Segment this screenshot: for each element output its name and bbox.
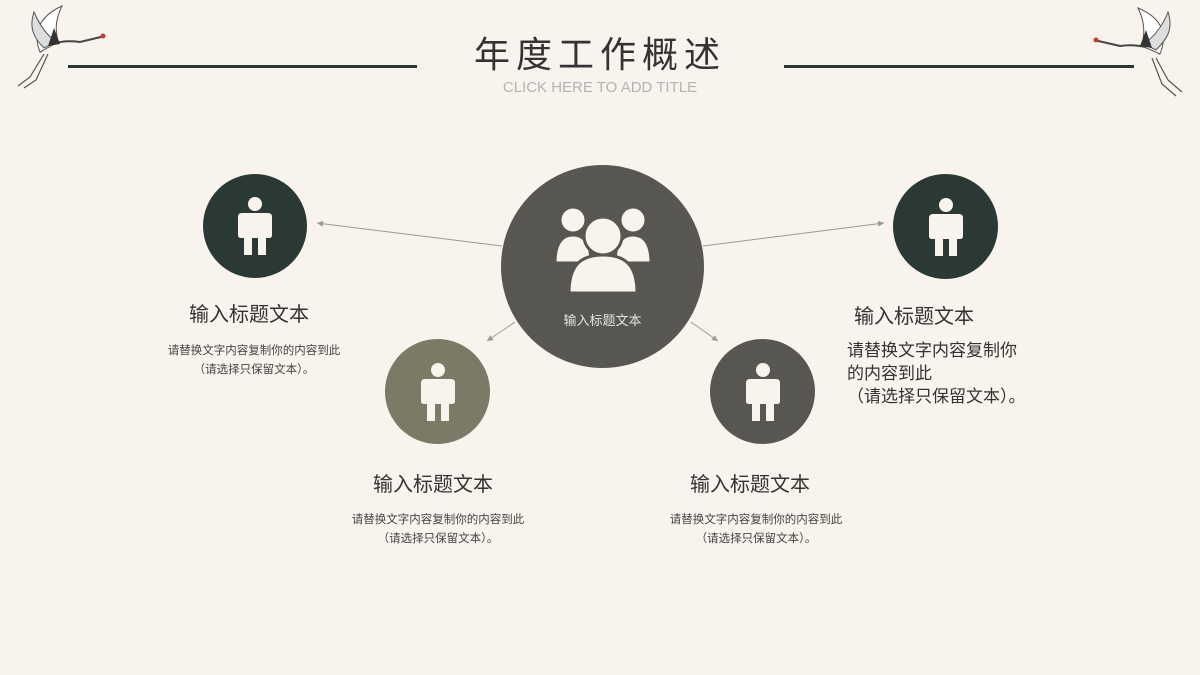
- node-desc-line: 请替换文字内容复制你的内容到此: [669, 512, 843, 526]
- crane-right-icon: [1093, 7, 1183, 97]
- node-desc-bottom-right: 请替换文字内容复制你的内容到此 （请选择只保留文本）。: [656, 510, 856, 548]
- person-icon: [928, 197, 963, 256]
- node-desc-line: 请替换文字内容复制你: [847, 341, 1017, 361]
- node-circle-bottom-left: [385, 339, 490, 444]
- node-desc-line: （请选择只保留文本）。: [193, 362, 315, 376]
- person-icon: [420, 362, 455, 421]
- node-desc-line: （请选择只保留文本）。: [695, 531, 817, 545]
- page-title: 年度工作概述: [473, 35, 726, 76]
- node-desc-line: 的内容到此: [847, 364, 932, 384]
- connector-right: [702, 220, 885, 247]
- crane-left-icon: [17, 4, 106, 89]
- node-desc-line: 请替换文字内容复制你的内容到此: [167, 343, 341, 357]
- page-subtitle: CLICK HERE TO ADD TITLE: [502, 79, 698, 96]
- node-desc-line: （请选择只保留文本）。: [377, 531, 499, 545]
- person-icon: [238, 197, 272, 255]
- node-circle-bottom-right: [710, 339, 815, 444]
- node-desc-line: （请选择只保留文本）。: [847, 387, 1026, 407]
- node-heading-bottom-left: 输入标题文本: [373, 472, 493, 496]
- group-icon: [554, 205, 652, 295]
- node-circle-right: [893, 174, 998, 279]
- person-icon: [745, 362, 780, 421]
- node-desc-left: 请替换文字内容复制你的内容到此 （请选择只保留文本）。: [154, 341, 354, 379]
- node-heading-left: 输入标题文本: [189, 302, 309, 326]
- node-heading-bottom-right: 输入标题文本: [690, 472, 810, 496]
- center-label: 输入标题文本: [563, 314, 642, 329]
- connector-bottom-right: [690, 321, 719, 342]
- center-node: 输入标题文本: [501, 165, 704, 368]
- node-heading-right: 输入标题文本: [854, 304, 974, 328]
- connector-bottom-left: [486, 321, 516, 342]
- node-desc-line: 请替换文字内容复制你的内容到此: [351, 512, 525, 526]
- node-desc-bottom-left: 请替换文字内容复制你的内容到此 （请选择只保留文本）。: [338, 510, 538, 548]
- node-circle-left: [203, 174, 307, 278]
- header-rule-right: [784, 65, 1134, 68]
- node-desc-right: 请替换文字内容复制你 的内容到此 （请选择只保留文本）。: [847, 340, 1026, 409]
- header-rule-left: [68, 65, 417, 68]
- connector-left: [316, 220, 503, 247]
